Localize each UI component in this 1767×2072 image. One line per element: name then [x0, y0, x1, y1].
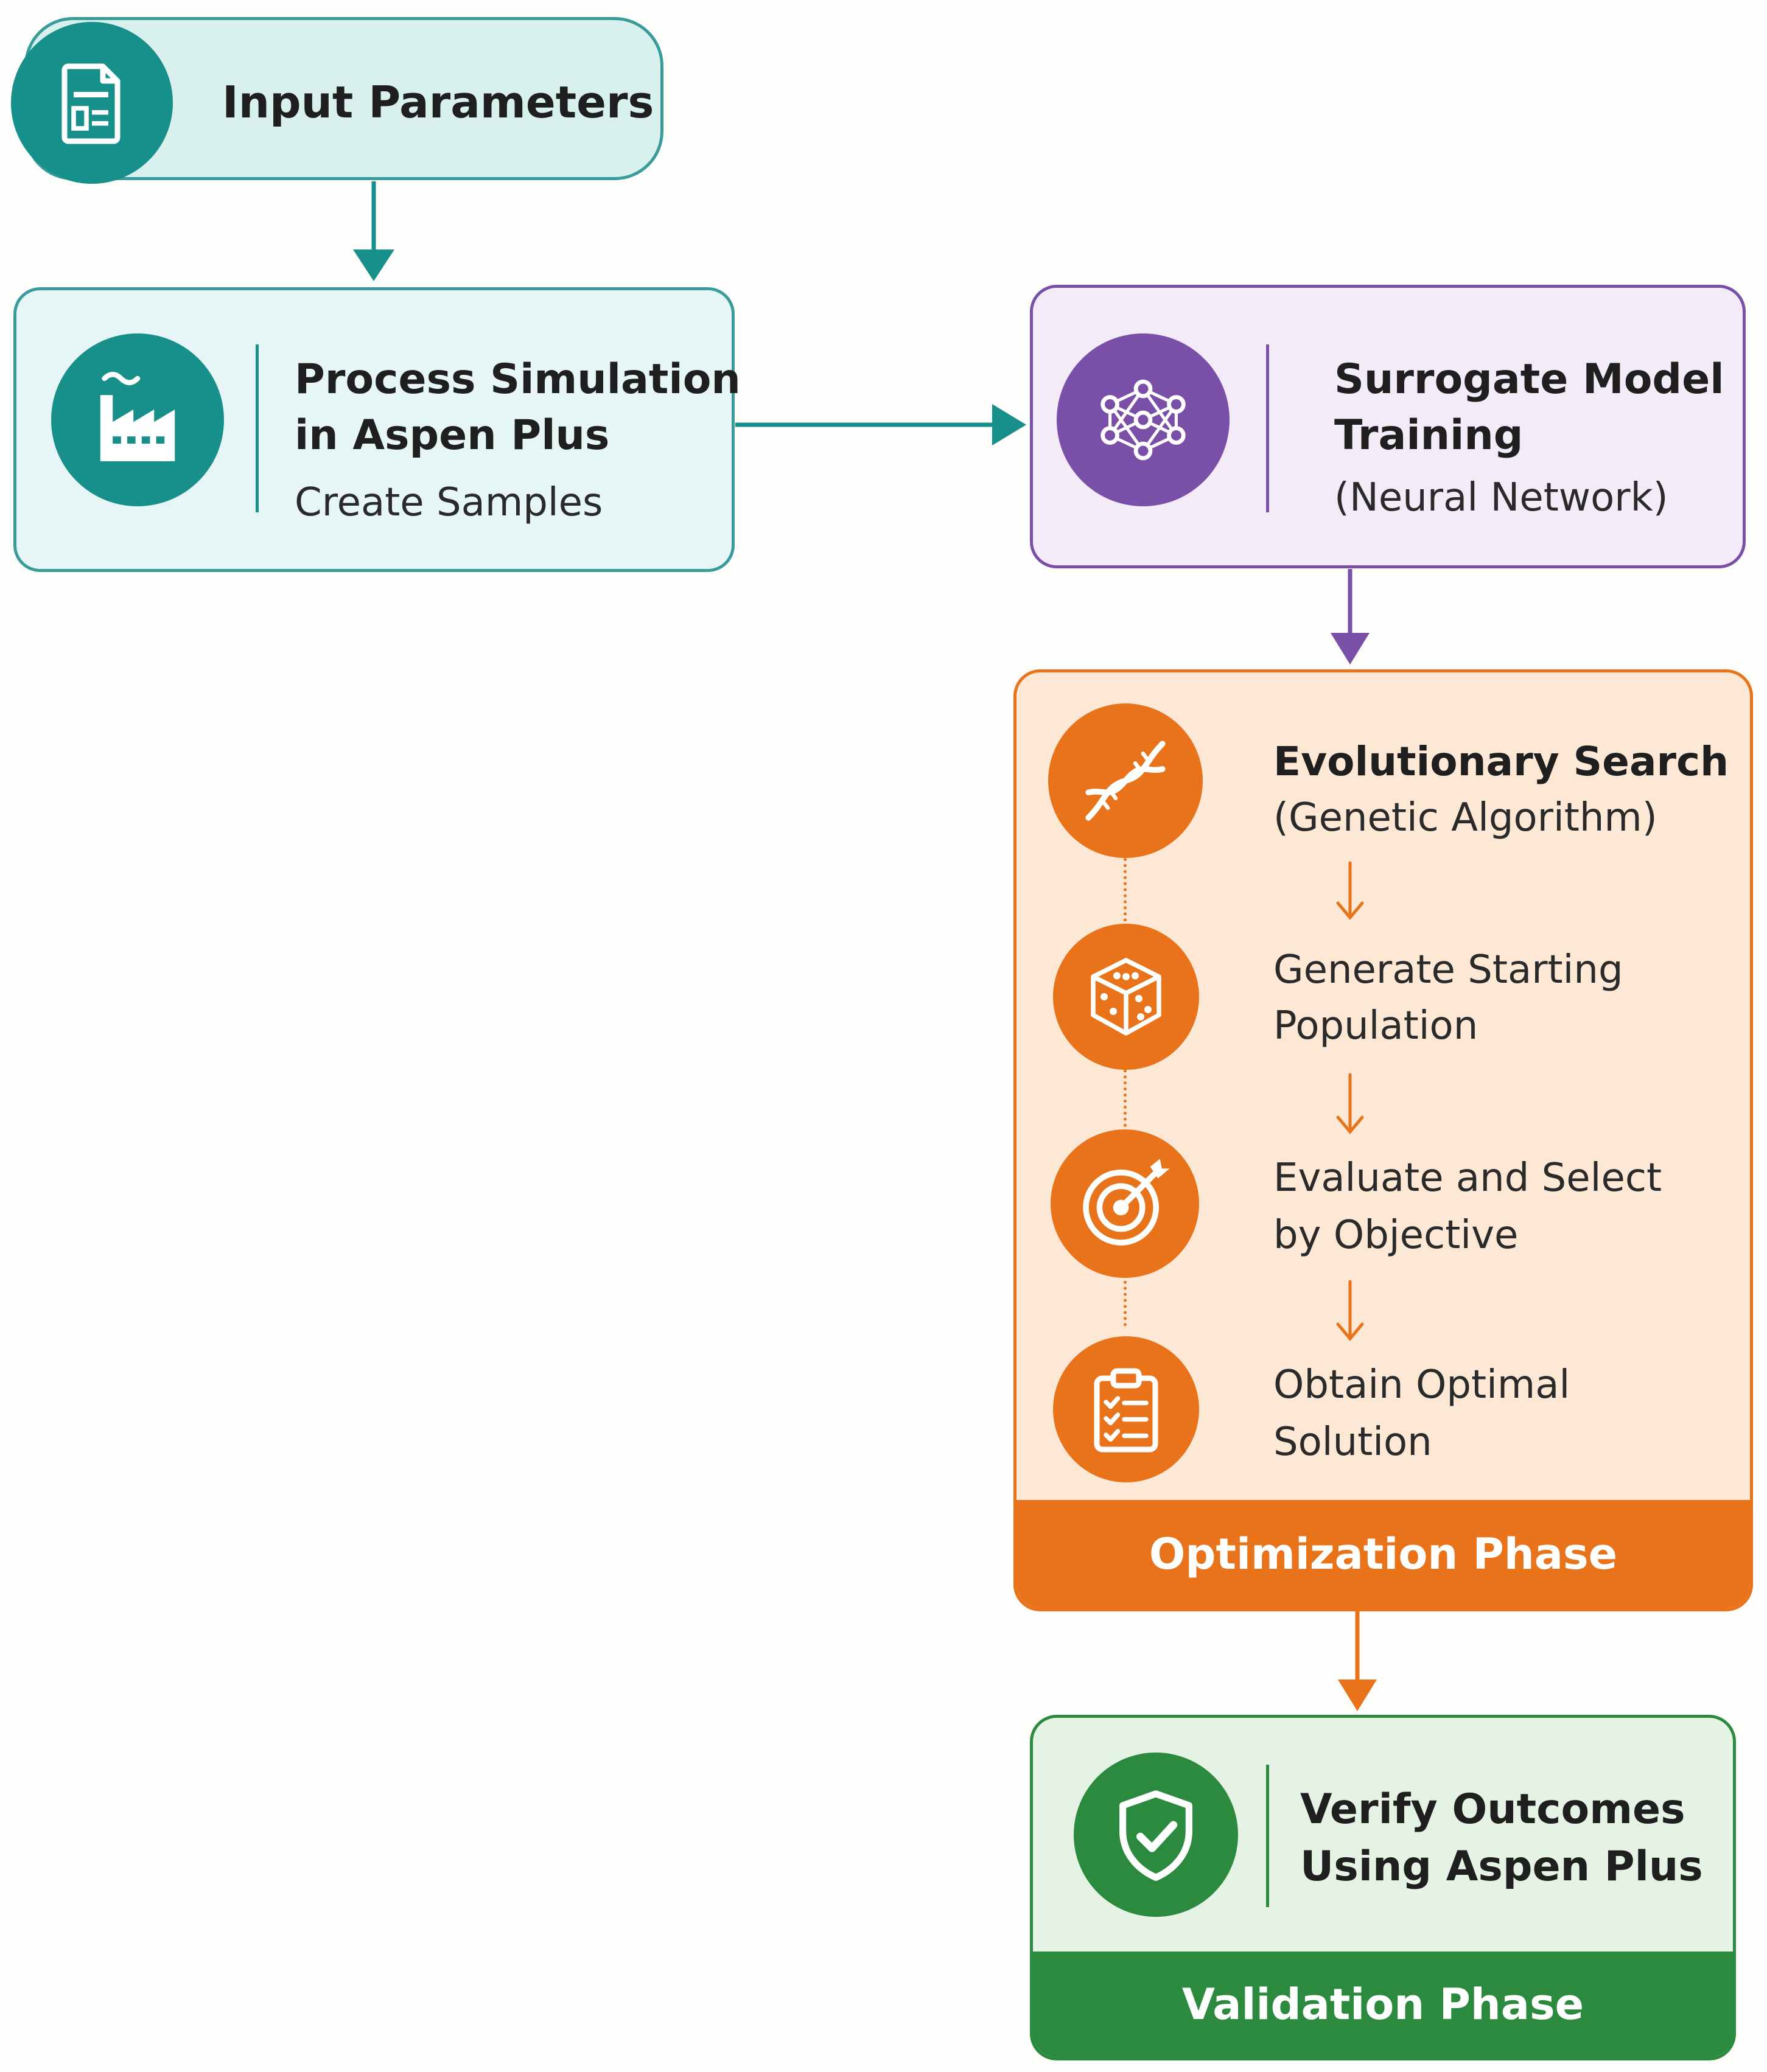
optimization-timeline	[1124, 858, 1127, 1327]
step-3-line1: Evaluate and Select	[1273, 1156, 1662, 1201]
step-1-title: Evolutionary Search	[1273, 738, 1729, 785]
step-arrow-2	[1336, 1073, 1364, 1134]
step-4-line2: Solution	[1273, 1420, 1432, 1465]
validation-phase-label: Validation Phase	[1033, 1952, 1733, 2057]
step-arrow-1	[1336, 861, 1364, 920]
document-form-icon	[11, 22, 173, 184]
simulation-title-line1: Process Simulation	[295, 355, 741, 403]
surrogate-title-line2: Training	[1334, 411, 1524, 459]
validation-title-line1: Verify Outcomes	[1300, 1785, 1685, 1833]
dice-icon	[1053, 924, 1199, 1070]
shield-check-icon	[1074, 1753, 1238, 1917]
dna-icon	[1048, 703, 1203, 858]
step-arrow-3	[1336, 1280, 1364, 1341]
arrow-simulation-to-surrogate	[735, 404, 1026, 445]
step-4-line1: Obtain Optimal	[1273, 1362, 1570, 1407]
simulation-title-line2: in Aspen Plus	[295, 411, 610, 459]
simulation-subtitle: Create Samples	[295, 480, 603, 525]
optimization-phase-label: Optimization Phase	[1016, 1500, 1750, 1608]
arrow-input-to-simulation	[353, 181, 394, 281]
simulation-divider	[256, 344, 259, 512]
validation-divider	[1266, 1765, 1269, 1907]
target-icon	[1051, 1129, 1199, 1278]
step-1-subtitle: (Genetic Algorithm)	[1273, 795, 1657, 840]
step-2-line1: Generate Starting	[1273, 947, 1623, 992]
arrow-optimization-to-validation	[1338, 1611, 1377, 1711]
arrow-surrogate-to-optimization	[1331, 569, 1370, 665]
factory-icon	[51, 333, 224, 506]
surrogate-title-line1: Surrogate Model	[1334, 355, 1724, 403]
neural-network-icon	[1057, 333, 1230, 506]
input-parameters-title: Input Parameters	[222, 77, 654, 128]
surrogate-subtitle: (Neural Network)	[1334, 475, 1668, 520]
clipboard-checklist-icon	[1053, 1336, 1199, 1482]
step-3-line2: by Objective	[1273, 1213, 1519, 1258]
surrogate-divider	[1266, 344, 1269, 512]
step-2-line2: Population	[1273, 1003, 1478, 1048]
validation-title-line2: Using Aspen Plus	[1300, 1843, 1703, 1891]
